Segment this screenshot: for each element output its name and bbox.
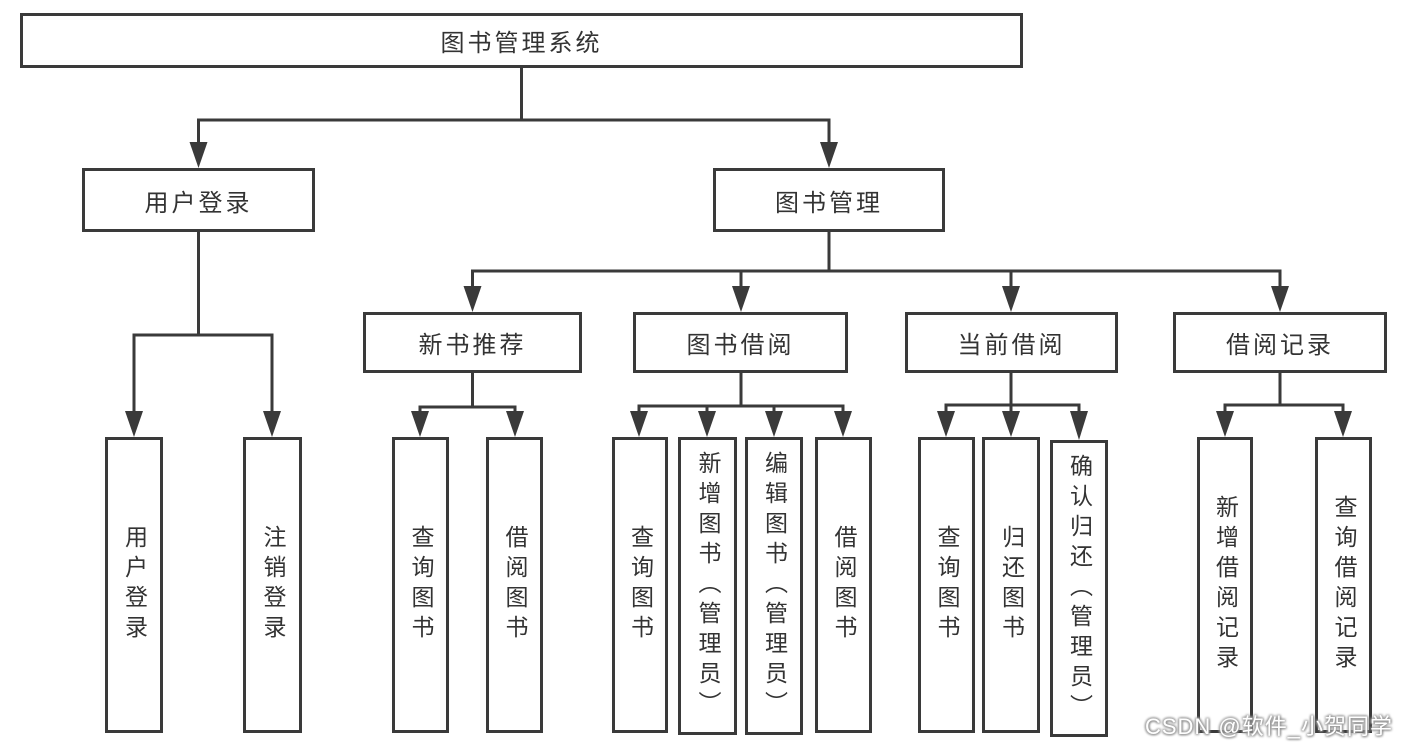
arrow-to-nbr-borrow (506, 411, 524, 437)
arrow-to-bb-query (630, 411, 648, 437)
arrow-to-br-query (1334, 411, 1352, 437)
connector-newbookrec-leaves (418, 373, 517, 414)
leaf-cb-return-book: 归还图书 (982, 437, 1040, 733)
node-book-borrow-label: 图书借阅 (686, 332, 795, 359)
csdn-watermark: CSDN @软件_小贺同学 (1144, 714, 1393, 739)
leaf-br-add-record: 新增借阅记录 (1197, 437, 1253, 733)
arrow-to-br-add (1216, 411, 1234, 437)
connector-borrowrecord-leaves (1223, 373, 1345, 414)
connector-root-to-level2 (197, 68, 831, 144)
connector-bookborrow-leaves (637, 373, 845, 414)
leaf-cb-query-book-label: 查询图书 (934, 525, 960, 645)
leaf-cb-return-book-label: 归还图书 (998, 525, 1025, 645)
arrow-to-book-mgmt (820, 142, 838, 168)
connector-bookmgmt-to-level3 (471, 232, 1282, 288)
arrow-to-user-login (189, 142, 208, 168)
node-root-label: 图书管理系统 (440, 30, 603, 57)
leaf-cb-confirm-return-label: 确认归还（管理员） (1066, 453, 1093, 724)
arrow-to-borrow-record (1271, 286, 1289, 312)
arrow-to-bb-edit (765, 411, 783, 437)
leaf-bb-add-book: 新增图书（管理员） (678, 437, 737, 735)
arrow-to-cb-return (1002, 411, 1020, 437)
leaf-br-query-record: 查询借阅记录 (1315, 437, 1372, 733)
leaf-logout: 注销登录 (243, 437, 302, 733)
leaf-user-login: 用户登录 (105, 437, 163, 733)
leaf-bb-edit-book: 编辑图书（管理员） (745, 437, 803, 735)
leaf-nbr-borrow-book-label: 借阅图书 (502, 525, 528, 645)
arrow-to-new-book-rec (463, 286, 482, 312)
node-root: 图书管理系统 (20, 13, 1023, 68)
leaf-bb-borrow-book: 借阅图书 (815, 437, 872, 733)
node-book-mgmt-label: 图书管理 (775, 189, 883, 217)
node-new-book-rec-label: 新书推荐 (418, 332, 527, 359)
leaf-br-add-record-label: 新增借阅记录 (1212, 495, 1239, 675)
arrow-to-cb-confirm (1070, 411, 1088, 440)
arrow-to-bb-borrow (834, 411, 852, 437)
connector-currentborrow-leaves (944, 373, 1081, 414)
leaf-logout-label: 注销登录 (260, 525, 286, 645)
arrow-to-book-borrow (732, 286, 750, 312)
node-current-borrow-label: 当前借阅 (957, 332, 1066, 359)
leaf-nbr-borrow-book: 借阅图书 (486, 437, 543, 733)
leaf-cb-query-book: 查询图书 (918, 437, 975, 733)
arrow-to-leaf-logout (263, 411, 281, 437)
node-borrow-record-label: 借阅记录 (1226, 332, 1334, 359)
connector-userlogin-leaves (132, 232, 274, 414)
leaf-bb-edit-book-label: 编辑图书（管理员） (761, 451, 788, 721)
node-user-login: 用户登录 (82, 168, 315, 232)
leaf-bb-query-book: 查询图书 (612, 437, 668, 733)
leaf-bb-borrow-book-label: 借阅图书 (831, 525, 857, 645)
arrow-to-nbr-query (411, 411, 429, 437)
node-current-borrow: 当前借阅 (905, 312, 1118, 373)
arrow-to-leaf-user-login (125, 411, 143, 437)
leaf-bb-add-book-label: 新增图书（管理员） (695, 451, 721, 721)
node-book-mgmt: 图书管理 (713, 168, 945, 232)
node-borrow-record: 借阅记录 (1173, 312, 1387, 373)
arrow-to-bb-add (698, 411, 716, 437)
leaf-cb-confirm-return: 确认归还（管理员） (1050, 440, 1108, 737)
leaf-bb-query-book-label: 查询图书 (627, 525, 654, 645)
leaf-nbr-query-book: 查询图书 (392, 437, 449, 733)
leaf-br-query-record-label: 查询借阅记录 (1331, 495, 1357, 675)
leaf-user-login-label: 用户登录 (121, 525, 148, 645)
arrow-to-current-borrow (1002, 286, 1020, 312)
node-book-borrow: 图书借阅 (633, 312, 848, 373)
node-user-login-label: 用户登录 (144, 189, 253, 217)
node-new-book-rec: 新书推荐 (363, 312, 582, 373)
leaf-nbr-query-book-label: 查询图书 (408, 525, 434, 645)
arrow-to-cb-query (937, 411, 955, 437)
